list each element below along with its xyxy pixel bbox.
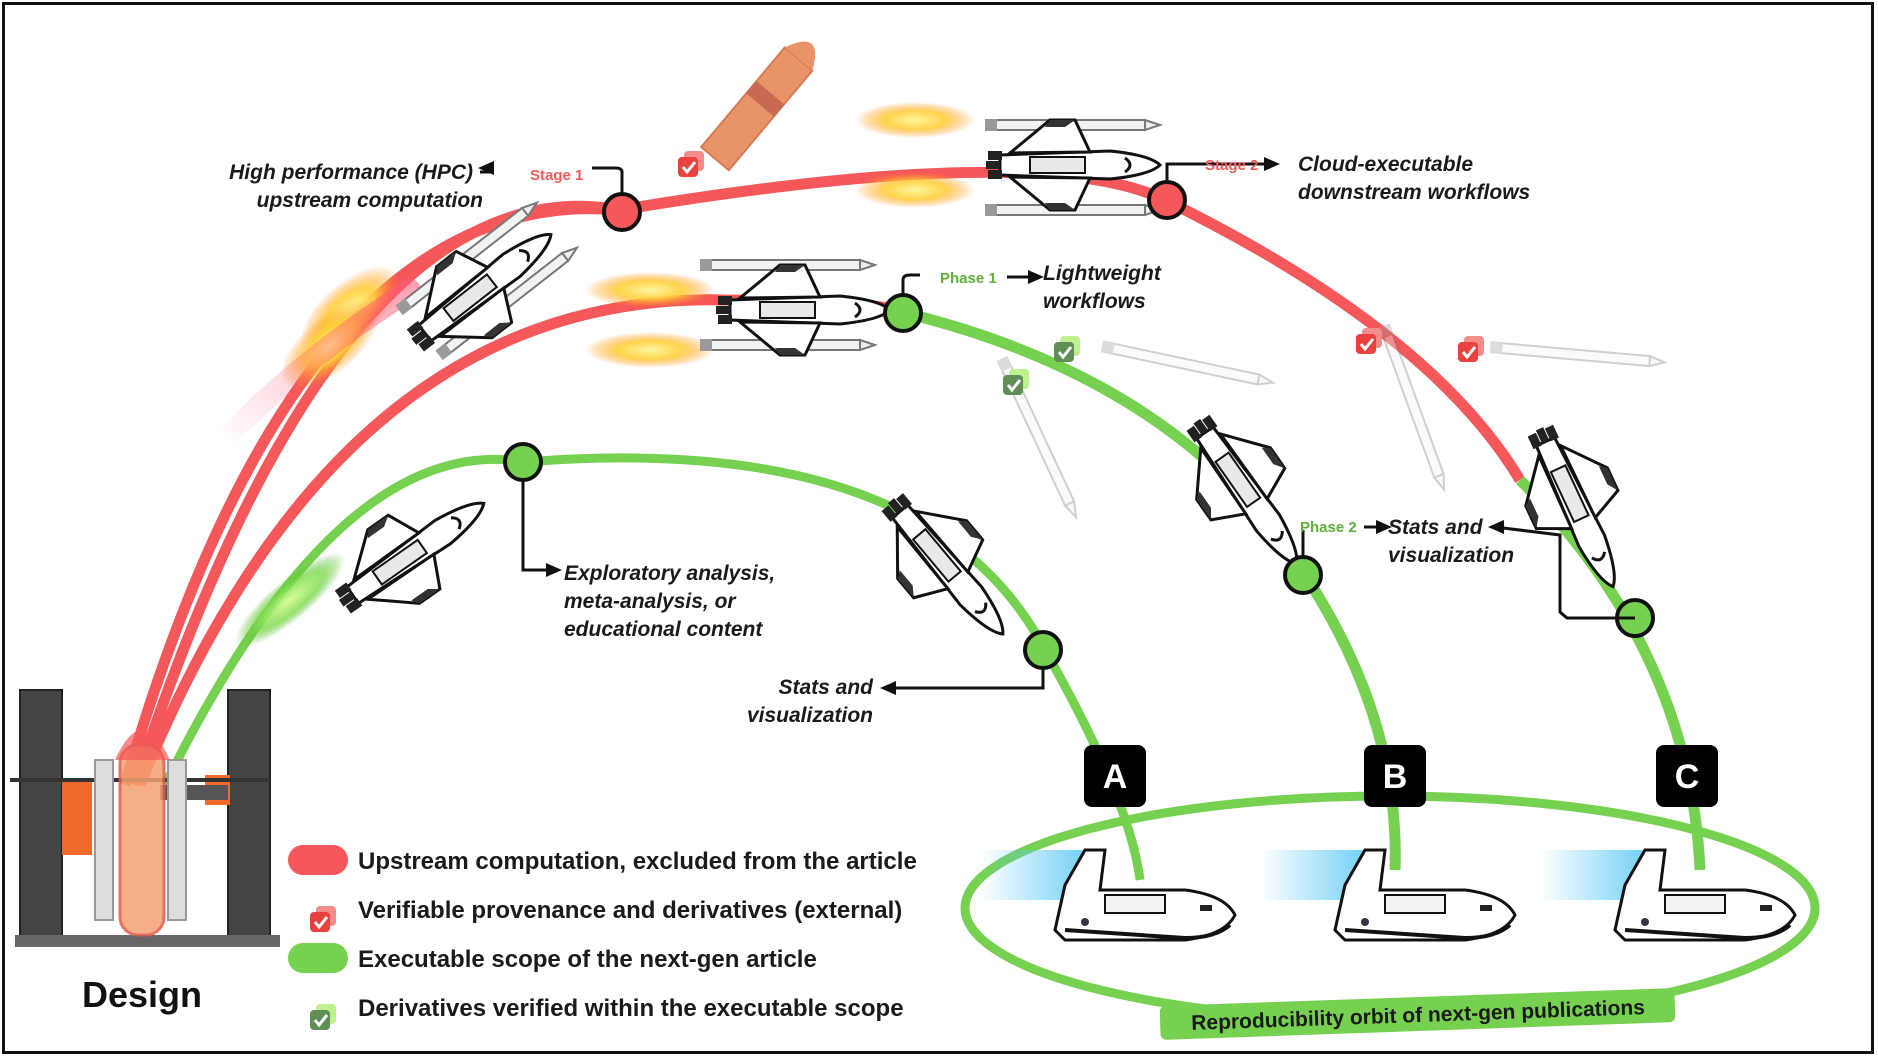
legend-red-swatch	[288, 845, 348, 875]
shuttle-c-descent	[1497, 408, 1656, 608]
stage1-label-line2: upstream computation	[257, 189, 483, 212]
exploratory-line1: Exploratory analysis,	[564, 562, 775, 585]
trajectory-a-label: A	[1103, 758, 1128, 796]
stage2-tag: Stage 2	[1205, 157, 1258, 174]
node-a-start	[503, 442, 543, 482]
phase2-tag: Phase 2	[1300, 519, 1357, 536]
phase2-label-line2: visualization	[1388, 544, 1514, 567]
legend-green-swatch	[288, 943, 348, 973]
phase1-label-line2: workflows	[1043, 290, 1146, 313]
exploratory-line2: meta-analysis, or	[564, 590, 737, 613]
trajectory-b-label: B	[1383, 758, 1408, 796]
trajectory-c-box	[1656, 745, 1718, 807]
trajectory-b-box	[1364, 745, 1426, 807]
exploratory-line3: educational content	[564, 618, 763, 641]
legend-green-check-icon	[308, 1002, 338, 1032]
trajectory-c-label: C	[1675, 758, 1700, 796]
shuttle-stage2	[984, 118, 1162, 212]
node-a-stats	[1023, 630, 1063, 670]
orbiter-a	[1053, 848, 1237, 942]
orbiter-b	[1333, 848, 1517, 942]
phase2-label-line1: Stats and	[1388, 516, 1484, 539]
stage2-label-line2: downstream workflows	[1298, 181, 1530, 204]
trajectory-a-box	[1084, 745, 1146, 807]
phase1-label-line1: Lightweight	[1043, 262, 1162, 285]
shuttle-a-ascent	[313, 465, 512, 642]
legend-executable: Executable scope of the next-gen article	[358, 946, 817, 973]
phase1-tag: Phase 1	[940, 270, 997, 287]
node-phase1	[883, 293, 923, 333]
design-label: Design	[82, 974, 202, 1015]
launch-pad	[10, 689, 280, 947]
node-stage2	[1147, 180, 1187, 220]
legend-verified: Derivatives verified within the executab…	[358, 995, 904, 1022]
legend-provenance: Verifiable provenance and derivatives (e…	[358, 897, 902, 924]
stats-a-line2: visualization	[747, 704, 873, 727]
stage1-tag: Stage 1	[530, 167, 583, 184]
legend-red-check-icon	[308, 904, 338, 934]
stats-a-line1: Stats and	[778, 676, 874, 699]
stage1-label-line1: High performance (HPC)	[229, 161, 473, 184]
legend-upstream: Upstream computation, excluded from the …	[358, 848, 917, 875]
node-stage1	[602, 192, 642, 232]
trajectory-a-green	[160, 453, 1145, 881]
node-phase2	[1283, 555, 1323, 595]
stage2-label-line1: Cloud-executable	[1298, 153, 1473, 176]
